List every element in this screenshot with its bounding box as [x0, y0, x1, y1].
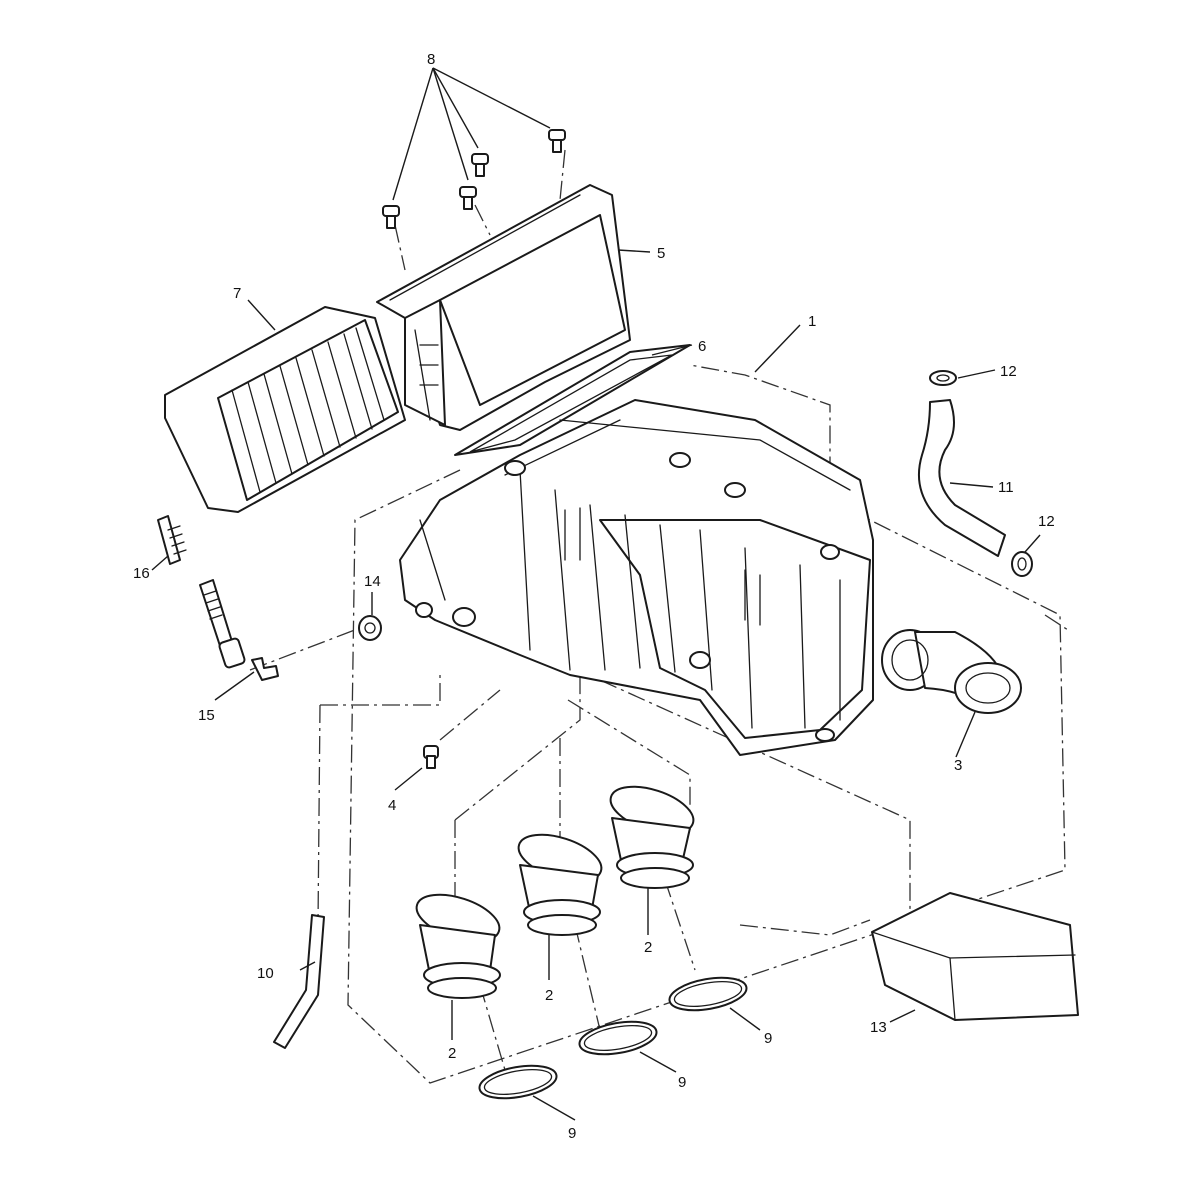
leader-lines — [151, 67, 1041, 1121]
screw — [423, 745, 439, 769]
air-filter-element — [164, 306, 406, 513]
elbow-fitting — [251, 657, 279, 681]
callout-15: 15 — [198, 707, 215, 724]
callout-2a: 2 — [448, 1045, 456, 1062]
callout-9c: 9 — [764, 1030, 772, 1047]
callout-9a: 9 — [568, 1125, 576, 1142]
callout-13: 13 — [870, 1019, 887, 1036]
callout-8: 8 — [427, 51, 435, 68]
callout-9b: 9 — [678, 1074, 686, 1091]
callout-11: 11 — [998, 479, 1014, 496]
drain-hose — [273, 914, 325, 1049]
callouts: 1 2 2 2 3 4 5 6 7 8 9 9 9 10 11 12 12 13… — [133, 51, 1055, 1142]
intake-boot-right — [609, 785, 695, 889]
drain-tube-assembly — [157, 515, 246, 669]
o-rings — [478, 976, 748, 1100]
intake-boot-middle — [517, 833, 603, 936]
callout-10: 10 — [257, 965, 274, 982]
callout-12a: 12 — [1000, 363, 1017, 380]
hose-clip-top — [929, 370, 957, 386]
hose-clip-bottom — [1011, 551, 1033, 577]
assembly-lines — [249, 149, 1069, 1084]
grommet — [358, 615, 382, 641]
cover-screws — [382, 129, 566, 229]
foam-pad — [871, 892, 1079, 1021]
intake-boot-left — [415, 893, 501, 999]
callout-16: 16 — [133, 565, 150, 582]
callout-12b: 12 — [1038, 513, 1055, 530]
callout-1: 1 — [808, 313, 816, 330]
callout-7: 7 — [233, 285, 241, 302]
callout-5: 5 — [657, 245, 665, 262]
filter-cover — [376, 184, 631, 431]
callout-6: 6 — [698, 338, 706, 355]
callout-3: 3 — [954, 757, 962, 774]
callout-14: 14 — [364, 573, 381, 590]
breather-hose — [918, 399, 1006, 557]
callout-4: 4 — [388, 797, 396, 814]
intake-elbow — [881, 629, 1022, 714]
callout-2b: 2 — [545, 987, 553, 1004]
airbox-housing — [399, 399, 874, 756]
callout-2c: 2 — [644, 939, 652, 956]
